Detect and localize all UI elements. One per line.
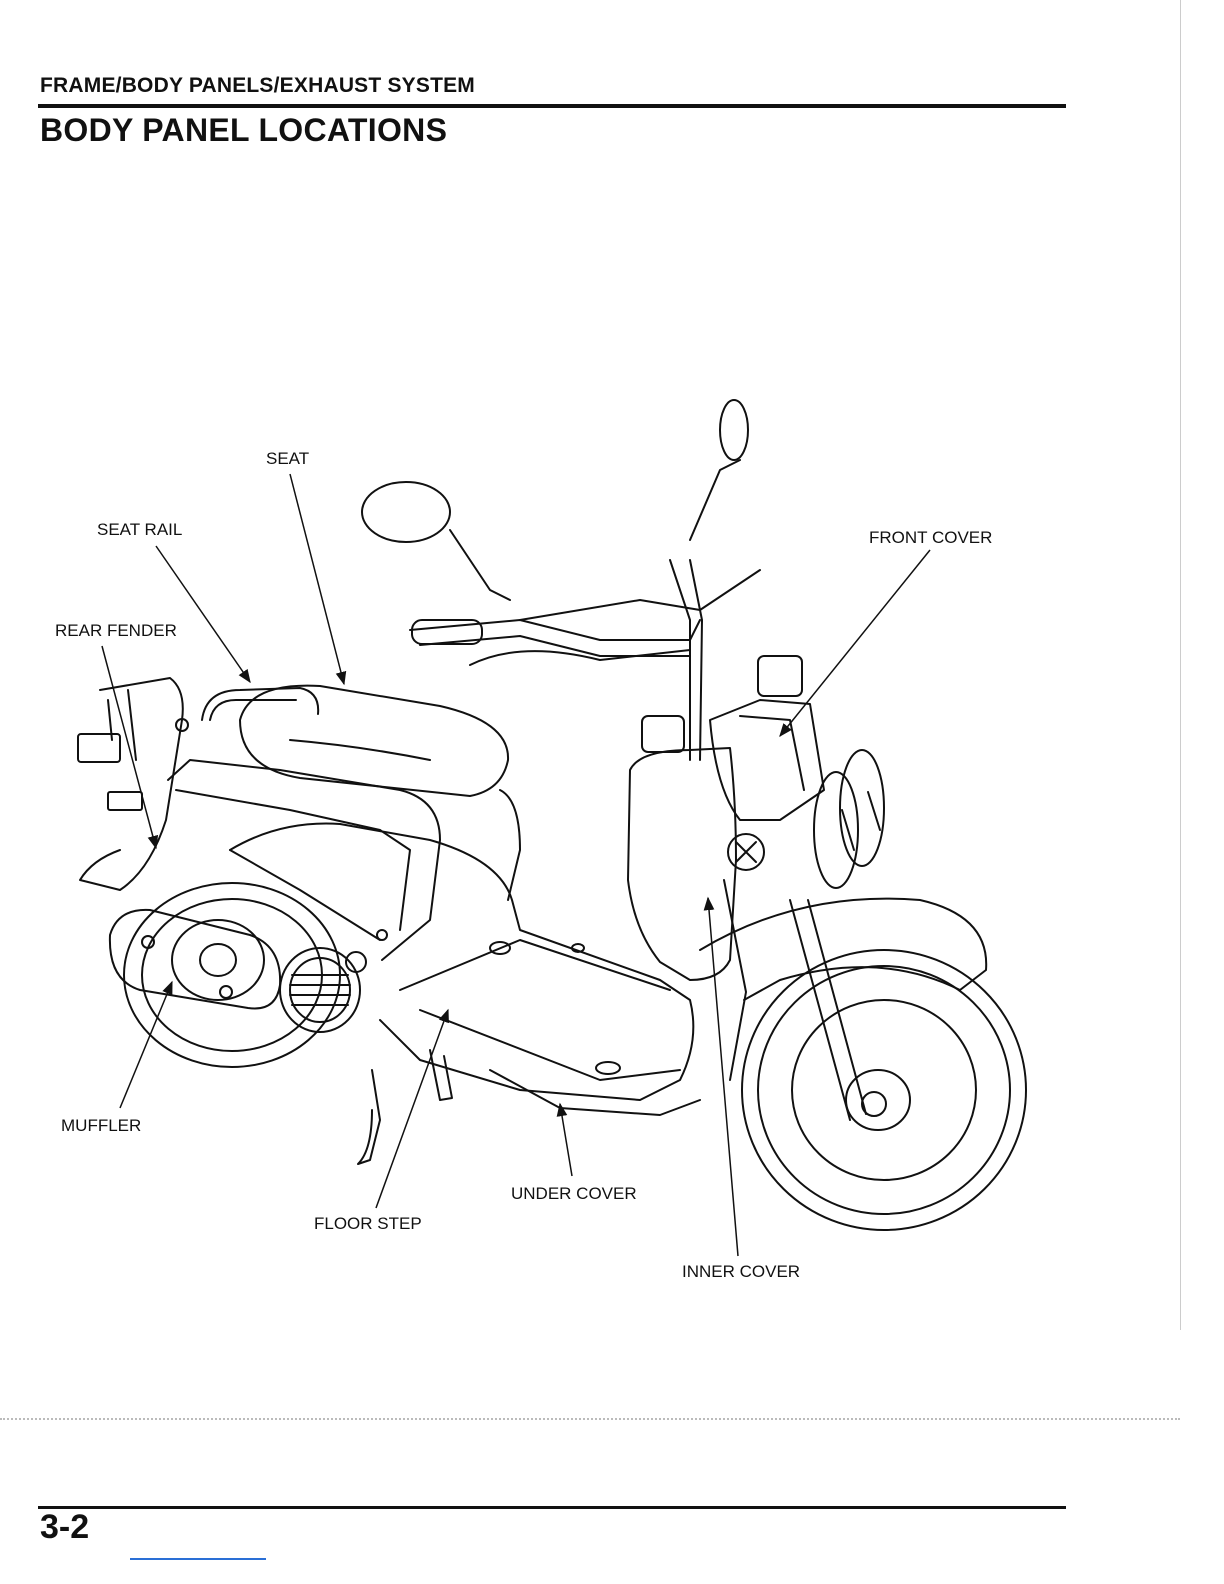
callout-under-cover: UNDER COVER <box>511 1184 637 1204</box>
page-number: 3-2 <box>40 1508 89 1547</box>
scan-edge-rule <box>1180 0 1181 1330</box>
callout-muffler: MUFFLER <box>61 1116 141 1136</box>
rear-fender-shape <box>78 678 188 890</box>
footer-link-underline <box>130 1558 266 1560</box>
front-wheel <box>700 880 1026 1230</box>
callout-floor-step: FLOOR STEP <box>314 1214 422 1234</box>
leader-seat <box>290 474 344 684</box>
callout-rear-fender: REAR FENDER <box>55 621 177 641</box>
leader-rear-fender <box>102 646 156 848</box>
scooter-line-drawing <box>78 400 1026 1230</box>
inner-cover-shape <box>628 748 736 980</box>
callout-seat: SEAT <box>266 449 309 469</box>
seat-shape <box>240 686 508 796</box>
callout-front-cover: FRONT COVER <box>869 528 992 548</box>
callout-seat-rail: SEAT RAIL <box>97 520 182 540</box>
leader-under-cover <box>560 1104 572 1176</box>
footer-rule <box>38 1506 1066 1509</box>
leader-seat-rail <box>156 546 250 682</box>
callout-inner-cover: INNER COVER <box>682 1262 800 1282</box>
leader-floor-step <box>376 1010 448 1208</box>
body-shape <box>230 824 700 1115</box>
handlebar-shape <box>362 400 802 760</box>
leader-inner-cover <box>708 898 738 1256</box>
kickstand <box>358 1050 452 1164</box>
dotted-divider <box>0 1418 1180 1420</box>
leader-front-cover <box>780 550 930 736</box>
seat-rail-shape <box>168 688 520 972</box>
